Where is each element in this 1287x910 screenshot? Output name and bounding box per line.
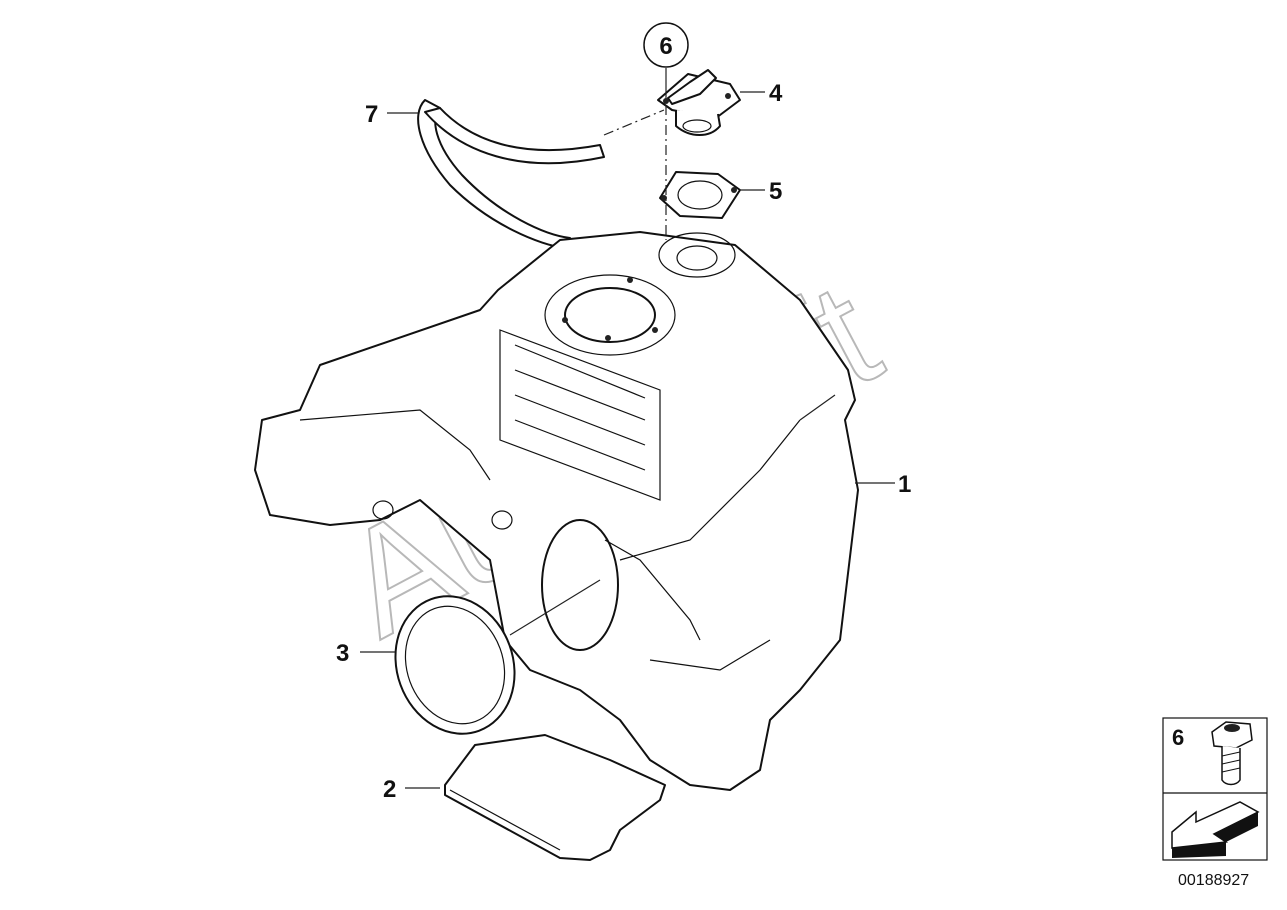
bolt-icon[interactable]	[1211, 721, 1253, 786]
part-1-fuel-tank[interactable]	[254, 231, 859, 791]
legend-box: 6	[1162, 717, 1268, 861]
callout-4[interactable]: 4	[769, 80, 783, 107]
callout-5[interactable]: 5	[769, 178, 782, 205]
arrow-icon[interactable]	[1171, 801, 1260, 858]
part-5-gasket[interactable]	[659, 171, 741, 219]
callout-3[interactable]: 3	[336, 640, 349, 667]
part-2-plate[interactable]	[444, 734, 666, 861]
leader-7-to-4	[603, 109, 665, 136]
callout-6[interactable]: 6	[659, 33, 672, 60]
callout-1[interactable]: 1	[898, 471, 911, 498]
callout-2[interactable]: 2	[383, 776, 396, 803]
legend-item-number: 6	[1172, 725, 1184, 750]
leader-3b	[509, 579, 601, 636]
callout-6-circle[interactable]	[643, 22, 689, 68]
part-7-hose[interactable]	[417, 99, 605, 249]
part-4-cover-plate[interactable]	[657, 69, 741, 136]
callout-7[interactable]: 7	[365, 101, 378, 128]
leader-1b	[799, 394, 836, 421]
part-3-ring[interactable]	[377, 579, 534, 750]
document-number: 00188927	[1178, 872, 1249, 889]
